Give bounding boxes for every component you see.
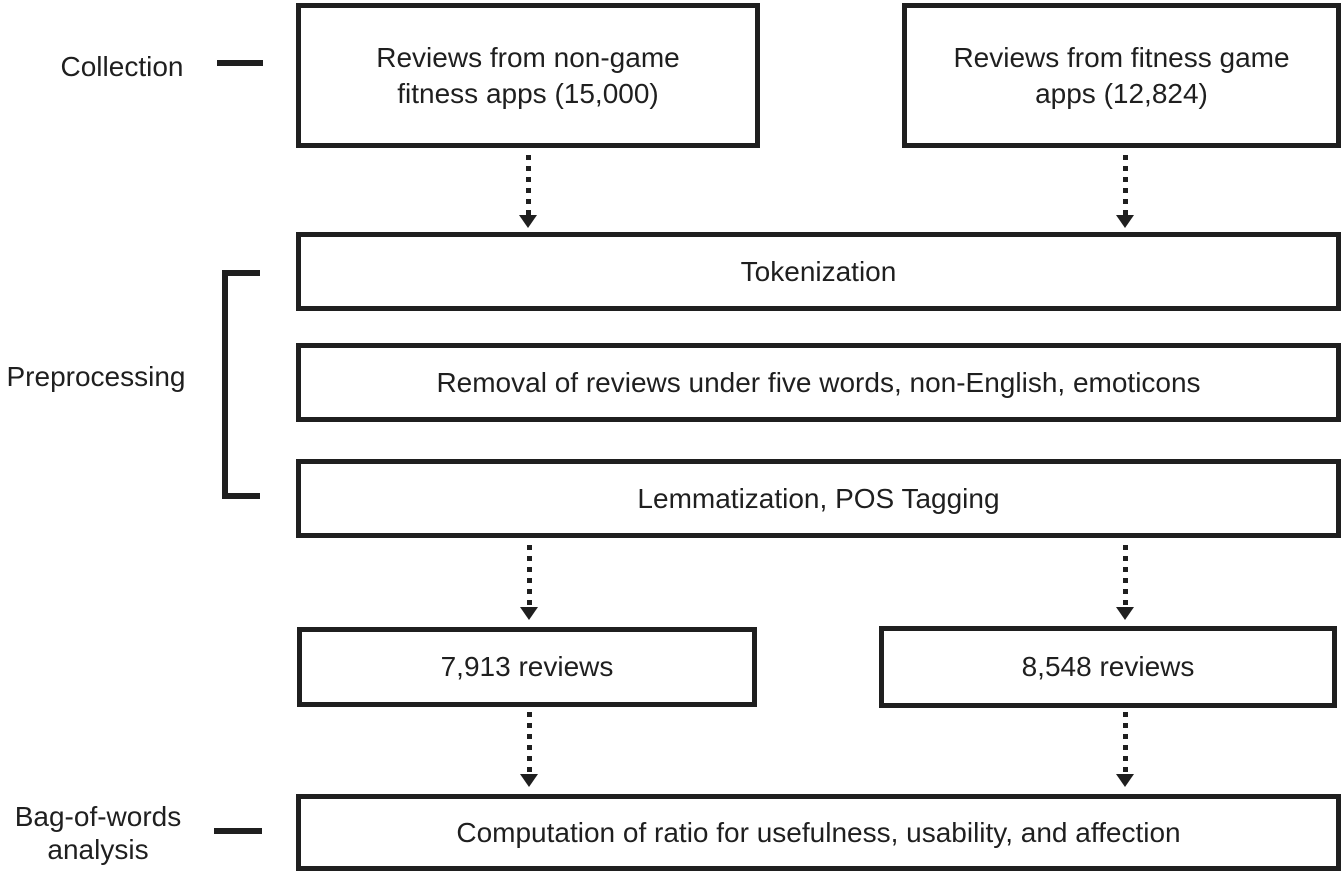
arrow-line — [526, 545, 532, 607]
box-label: Tokenization — [740, 255, 897, 287]
dotted-arrow-to-game-count — [1116, 545, 1134, 620]
arrow-line — [525, 155, 531, 215]
stage-label-collection: Collection — [60, 51, 184, 82]
arrow-line — [526, 712, 532, 774]
box-label: Removal of reviews under five words, non… — [436, 366, 1201, 398]
dotted-arrow-to-non-game-count — [520, 545, 538, 620]
box-label: Lemmatization, POS Tagging — [637, 482, 1000, 514]
box-label: Reviews from non-game fitness apps (15,0… — [376, 41, 680, 109]
dotted-arrow-non-game-to-computation — [520, 712, 538, 787]
box-label: 7,913 reviews — [440, 651, 614, 682]
arrow-head — [1116, 774, 1134, 787]
box-label: Reviews from fitness game apps (12,824) — [953, 41, 1290, 109]
dotted-arrow-game-to-tokenization — [1116, 155, 1134, 228]
stage-label-bag-of-words-analysis: Bag-of-words analysis — [14, 801, 182, 865]
box-game-review-count: 8,548 reviews — [879, 626, 1337, 708]
arrow-head — [1116, 607, 1134, 620]
collection-tick — [217, 60, 263, 66]
dotted-arrow-non-game-to-tokenization — [519, 155, 537, 228]
bag-of-words-tick — [214, 828, 262, 834]
dotted-arrow-game-to-computation — [1116, 712, 1134, 787]
arrow-line — [1122, 545, 1128, 607]
box-reviews-game-apps: Reviews from fitness game apps (12,824) — [902, 3, 1341, 148]
box-removal-of-reviews: Removal of reviews under five words, non… — [296, 343, 1341, 422]
box-computation-of-ratio: Computation of ratio for usefulness, usa… — [296, 794, 1341, 871]
arrow-line — [1122, 712, 1128, 774]
arrow-head — [520, 607, 538, 620]
arrow-head — [520, 774, 538, 787]
arrow-line — [1122, 155, 1128, 215]
stage-label-preprocessing: Preprocessing — [6, 361, 186, 392]
arrow-head — [1116, 215, 1134, 228]
box-reviews-non-game-apps: Reviews from non-game fitness apps (15,0… — [296, 3, 760, 148]
box-label: 8,548 reviews — [1021, 651, 1195, 682]
box-label: Computation of ratio for usefulness, usa… — [456, 816, 1181, 848]
box-non-game-review-count: 7,913 reviews — [297, 627, 757, 707]
box-lemmatization-pos-tagging: Lemmatization, POS Tagging — [296, 459, 1341, 538]
arrow-head — [519, 215, 537, 228]
box-tokenization: Tokenization — [296, 232, 1341, 311]
preprocessing-bracket — [222, 270, 260, 499]
